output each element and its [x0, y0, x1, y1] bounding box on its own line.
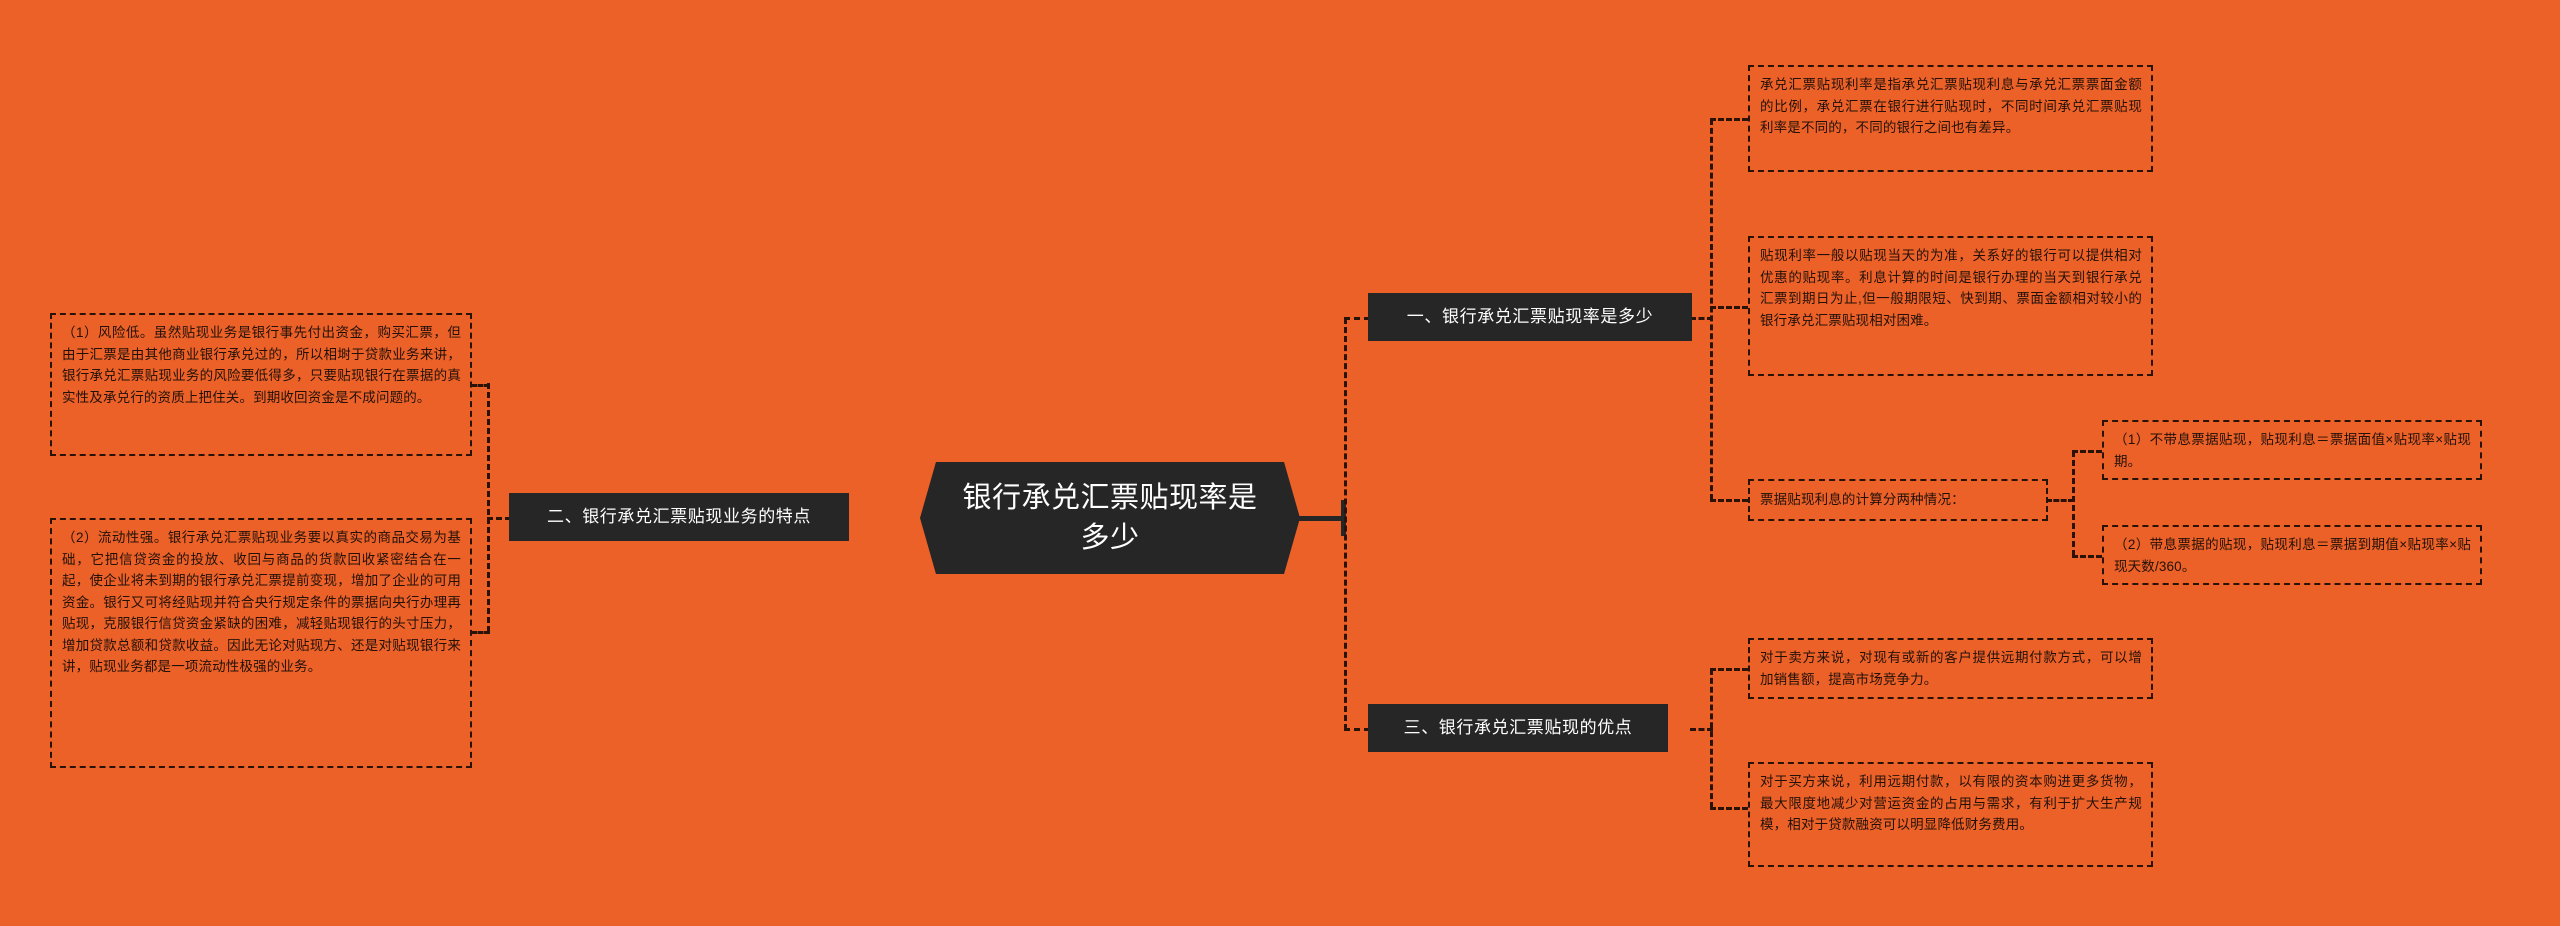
- leaf-box-1-3-text: 票据贴现利息的计算分两种情况：: [1760, 492, 1965, 508]
- connector-right-trunk-tick: [1341, 500, 1346, 536]
- leaf-box-1-1[interactable]: 承兑汇票贴现利率是指承兑汇票贴现利息与承兑汇票票面金额的比例，承兑汇票在银行进行…: [1748, 65, 2153, 172]
- connector-branch-3-inlet: [1690, 728, 1713, 731]
- connector-branch-1-leaf-1: [1710, 118, 1748, 121]
- leaf-box-1-2[interactable]: 贴现利率一般以贴现当天的为准，关系好的银行可以提供相对优惠的贴现率。利息计算的时…: [1748, 236, 2153, 376]
- connector-left-leaf-1-stub: [471, 384, 490, 387]
- branch-node-3[interactable]: 三、银行承兑汇票贴现的优点: [1368, 704, 1668, 752]
- connector-leaf-1-3-outlet: [2046, 499, 2074, 502]
- connector-right-trunk-vertical: [1344, 318, 1347, 730]
- branch-node-3-label: 三、银行承兑汇票贴现的优点: [1403, 718, 1633, 737]
- leaf-box-1-3-2[interactable]: （2）带息票据的贴现，贴现利息＝票据到期值×贴现率×贴现天数/360。: [2102, 525, 2482, 585]
- connector-right-to-branch-3: [1344, 728, 1370, 731]
- leaf-box-1-3-1[interactable]: （1）不带息票据贴现，贴现利息＝票据面值×贴现率×贴现期。: [2102, 420, 2482, 480]
- connector-center-to-right-trunk: [1298, 516, 1346, 521]
- connector-branch-1-inlet: [1690, 317, 1713, 320]
- leaf-box-3-1[interactable]: 对于卖方来说，对现有或新的客户提供远期付款方式，可以增加销售额，提高市场竞争力。: [1748, 638, 2153, 699]
- connector-branch-1-leaf-3: [1710, 499, 1748, 502]
- connector-left-trunk-vertical: [487, 383, 490, 632]
- connector-branch-1-vertical: [1710, 119, 1713, 500]
- leaf-box-3-2-text: 对于买方来说，利用远期付款，以有限的资本购进更多货物，最大限度地减少对营运资金的…: [1760, 774, 2142, 832]
- connector-leaf-1-3-1: [2072, 450, 2102, 453]
- connector-left-leaf-2-stub: [471, 631, 490, 634]
- leaf-box-1-3[interactable]: 票据贴现利息的计算分两种情况：: [1748, 479, 2048, 521]
- branch-node-2[interactable]: 二、银行承兑汇票贴现业务的特点: [509, 493, 849, 541]
- connector-branch-3-vertical: [1710, 669, 1713, 808]
- leaf-box-1-3-2-text: （2）带息票据的贴现，贴现利息＝票据到期值×贴现率×贴现天数/360。: [2114, 537, 2471, 574]
- branch-node-1-label: 一、银行承兑汇票贴现率是多少: [1406, 307, 1654, 326]
- leaf-box-3-2[interactable]: 对于买方来说，利用远期付款，以有限的资本购进更多货物，最大限度地减少对营运资金的…: [1748, 762, 2153, 867]
- leaf-box-1-3-1-text: （1）不带息票据贴现，贴现利息＝票据面值×贴现率×贴现期。: [2114, 432, 2471, 469]
- connector-left-trunk-to-branch-2: [487, 517, 511, 520]
- leaf-box-1-2-text: 贴现利率一般以贴现当天的为准，关系好的银行可以提供相对优惠的贴现率。利息计算的时…: [1760, 248, 2142, 328]
- connector-right-to-branch-1: [1344, 317, 1370, 320]
- connector-branch-3-leaf-2: [1710, 807, 1748, 810]
- leaf-box-2-2[interactable]: （2）流动性强。银行承兑汇票贴现业务要以真实的商品交易为基础，它把信贷资金的投放…: [50, 518, 472, 768]
- branch-node-2-label: 二、银行承兑汇票贴现业务的特点: [547, 507, 811, 526]
- connector-leaf-1-3-vertical: [2072, 451, 2075, 556]
- leaf-box-2-1[interactable]: （1）风险低。虽然贴现业务是银行事先付出资金，购买汇票，但由于汇票是由其他商业银…: [50, 313, 472, 456]
- leaf-box-3-1-text: 对于卖方来说，对现有或新的客户提供远期付款方式，可以增加销售额，提高市场竞争力。: [1760, 650, 2142, 687]
- center-node-title: 银行承兑汇票贴现率是多少: [962, 482, 1258, 554]
- connector-leaf-1-3-2: [2072, 555, 2102, 558]
- branch-node-1[interactable]: 一、银行承兑汇票贴现率是多少: [1368, 293, 1692, 341]
- leaf-box-1-1-text: 承兑汇票贴现利率是指承兑汇票贴现利息与承兑汇票票面金额的比例，承兑汇票在银行进行…: [1760, 77, 2142, 135]
- leaf-box-2-1-text: （1）风险低。虽然贴现业务是银行事先付出资金，购买汇票，但由于汇票是由其他商业银…: [62, 325, 461, 405]
- leaf-box-2-2-text: （2）流动性强。银行承兑汇票贴现业务要以真实的商品交易为基础，它把信贷资金的投放…: [62, 530, 461, 674]
- connector-branch-1-leaf-2: [1710, 306, 1748, 309]
- connector-branch-3-leaf-1: [1710, 668, 1748, 671]
- center-node[interactable]: 银行承兑汇票贴现率是多少: [920, 462, 1300, 574]
